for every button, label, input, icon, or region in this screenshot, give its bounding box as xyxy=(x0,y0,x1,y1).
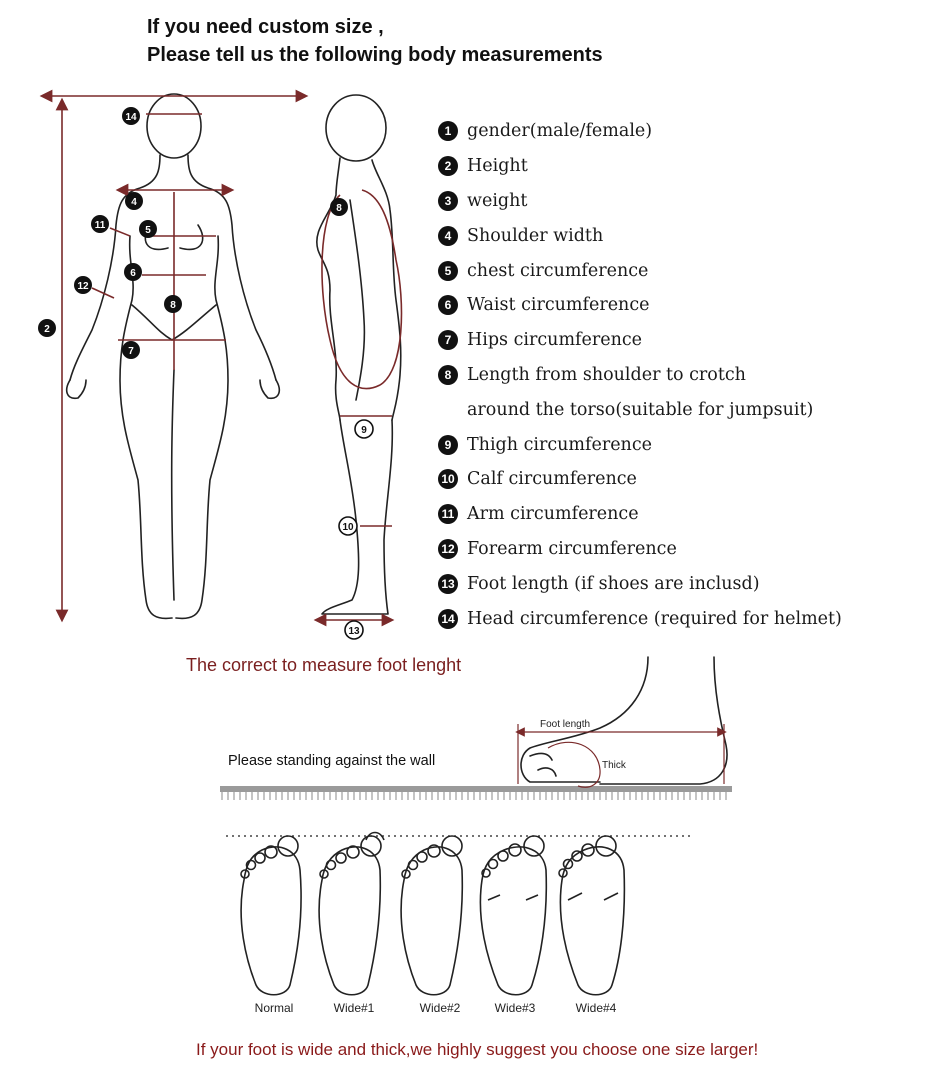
svg-text:6: 6 xyxy=(130,268,136,279)
number-badge: 12 xyxy=(438,538,458,559)
foot-outlines xyxy=(240,831,626,996)
marker-calf-circumference: 10 xyxy=(338,516,358,536)
svg-text:9: 9 xyxy=(361,425,367,436)
measurement-label: gender(male/female) xyxy=(467,121,653,142)
number-badge: 13 xyxy=(438,573,458,594)
measurement-label: Thigh circumference xyxy=(467,434,652,455)
marker-waist-circumference: 6 xyxy=(124,263,142,281)
wall-note: Please standing against the wall xyxy=(228,753,436,769)
marker-hips-circumference: 7 xyxy=(122,341,140,359)
svg-text:13: 13 xyxy=(348,626,360,637)
measurement-item: 5 chest circumference xyxy=(438,253,938,288)
svg-text:8: 8 xyxy=(170,300,176,311)
svg-text:2: 2 xyxy=(44,324,50,335)
side-markers: 8 9 10 13 xyxy=(330,198,374,640)
measurement-item: 8 Length from shoulder to crotch xyxy=(438,358,938,393)
measurement-list: 1 gender(male/female) 2 Height 3 weight 4 Sh… xyxy=(438,114,938,636)
measurement-label: Arm circumference xyxy=(467,504,639,525)
thick-label: Thick xyxy=(602,760,627,771)
marker-foot-length: 13 xyxy=(344,620,364,640)
foot-wall-illustration xyxy=(520,656,728,785)
measurement-label: Shoulder width xyxy=(467,225,604,246)
measurement-label: Height xyxy=(467,156,528,177)
number-badge: 2 xyxy=(438,156,458,177)
marker-chest-circumference: 5 xyxy=(139,220,157,238)
header-line-1: If you need custom size , xyxy=(147,16,384,38)
ground-strip xyxy=(220,786,732,800)
number-badge: 4 xyxy=(438,225,458,246)
measurement-label: Head circumference (required for helmet) xyxy=(467,608,842,629)
svg-text:7: 7 xyxy=(128,346,134,357)
measurement-item: 2 Height xyxy=(438,149,938,184)
number-badge: 7 xyxy=(438,330,458,351)
measurement-item: 9 Thigh circumference xyxy=(438,427,938,462)
measurement-label: Hips circumference xyxy=(467,330,643,351)
measurement-label: Forearm circumference xyxy=(467,538,677,559)
svg-text:10: 10 xyxy=(342,522,354,533)
foot-outline-wide-2 xyxy=(400,835,464,996)
measurement-label: Calf circumference xyxy=(467,469,637,490)
number-badge: 5 xyxy=(438,260,458,281)
svg-text:5: 5 xyxy=(145,225,151,236)
svg-text:12: 12 xyxy=(77,281,89,292)
measurement-item: 6 Waist circumference xyxy=(438,288,938,323)
foot-outline-normal xyxy=(240,835,302,996)
foot-type-wide-2: Wide#2 xyxy=(419,1001,461,1015)
marker-arm-circumference: 11 xyxy=(91,215,109,233)
measurement-item: 3 weight xyxy=(438,184,938,219)
number-badge: 11 xyxy=(438,504,458,525)
foot-outline-wide-4 xyxy=(558,835,626,996)
size-suggestion-note: If your foot is wide and thick,we highly… xyxy=(196,1040,759,1059)
marker-side-shoulder-to-crotch: 8 xyxy=(330,198,348,216)
measurement-label: around the torso(suitable for jumpsuit) xyxy=(467,399,814,420)
measurement-item: 4 Shoulder width xyxy=(438,218,938,253)
measurement-item: 12 Forearm circumference xyxy=(438,532,938,567)
measurement-item-continued: around the torso(suitable for jumpsuit) xyxy=(438,392,938,427)
marker-height: 2 xyxy=(38,319,56,337)
measurement-label: chest circumference xyxy=(467,260,649,281)
measurement-item: 14 Head circumference (required for helme… xyxy=(438,601,938,636)
measurement-item: 7 Hips circumference xyxy=(438,323,938,358)
foot-type-wide-1: Wide#1 xyxy=(333,1001,375,1015)
foot-length-label: Foot length xyxy=(540,719,590,730)
svg-text:14: 14 xyxy=(125,112,137,123)
measurement-item: 10 Calf circumference xyxy=(438,462,938,497)
number-badge: 6 xyxy=(438,295,458,316)
measurement-label: Length from shoulder to crotch xyxy=(467,364,746,385)
measurement-lines xyxy=(39,89,403,627)
foot-outline-wide-3 xyxy=(479,835,548,996)
svg-text:4: 4 xyxy=(131,197,137,208)
measurement-label: Waist circumference xyxy=(467,295,650,316)
marker-forearm-circumference: 12 xyxy=(74,276,92,294)
marker-thigh-circumference: 9 xyxy=(354,419,374,439)
front-body-figure xyxy=(65,93,281,620)
measurement-label: weight xyxy=(467,190,528,211)
foot-type-wide-4: Wide#4 xyxy=(575,1001,617,1015)
number-badge: 14 xyxy=(438,608,458,629)
foot-section-title: The correct to measure foot lenght xyxy=(186,655,462,675)
marker-shoulder-to-crotch: 8 xyxy=(164,295,182,313)
foot-type-normal: Normal xyxy=(254,1001,294,1015)
side-body-figure xyxy=(316,94,402,615)
measurement-item: 11 Arm circumference xyxy=(438,497,938,532)
marker-shoulder-width: 4 xyxy=(125,192,143,210)
number-badge: 1 xyxy=(438,121,458,142)
svg-text:11: 11 xyxy=(95,220,106,231)
front-markers: 14 4 11 5 12 6 8 7 2 xyxy=(38,107,182,359)
foot-type-wide-3: Wide#3 xyxy=(494,1001,536,1015)
number-badge: 10 xyxy=(438,469,458,490)
number-badge: 3 xyxy=(438,190,458,211)
svg-text:8: 8 xyxy=(336,203,342,214)
foot-length-indicator xyxy=(515,724,727,788)
number-badge: 9 xyxy=(438,434,458,455)
number-badge: 8 xyxy=(438,364,458,385)
measurement-item: 13 Foot length (if shoes are inclusd) xyxy=(438,566,938,601)
header-line-2: Please tell us the following body measur… xyxy=(147,44,603,66)
measurement-item: 1 gender(male/female) xyxy=(438,114,938,149)
measurement-label: Foot length (if shoes are inclusd) xyxy=(467,573,760,594)
marker-head-circumference: 14 xyxy=(122,107,140,125)
foot-outline-wide-1 xyxy=(318,831,385,996)
